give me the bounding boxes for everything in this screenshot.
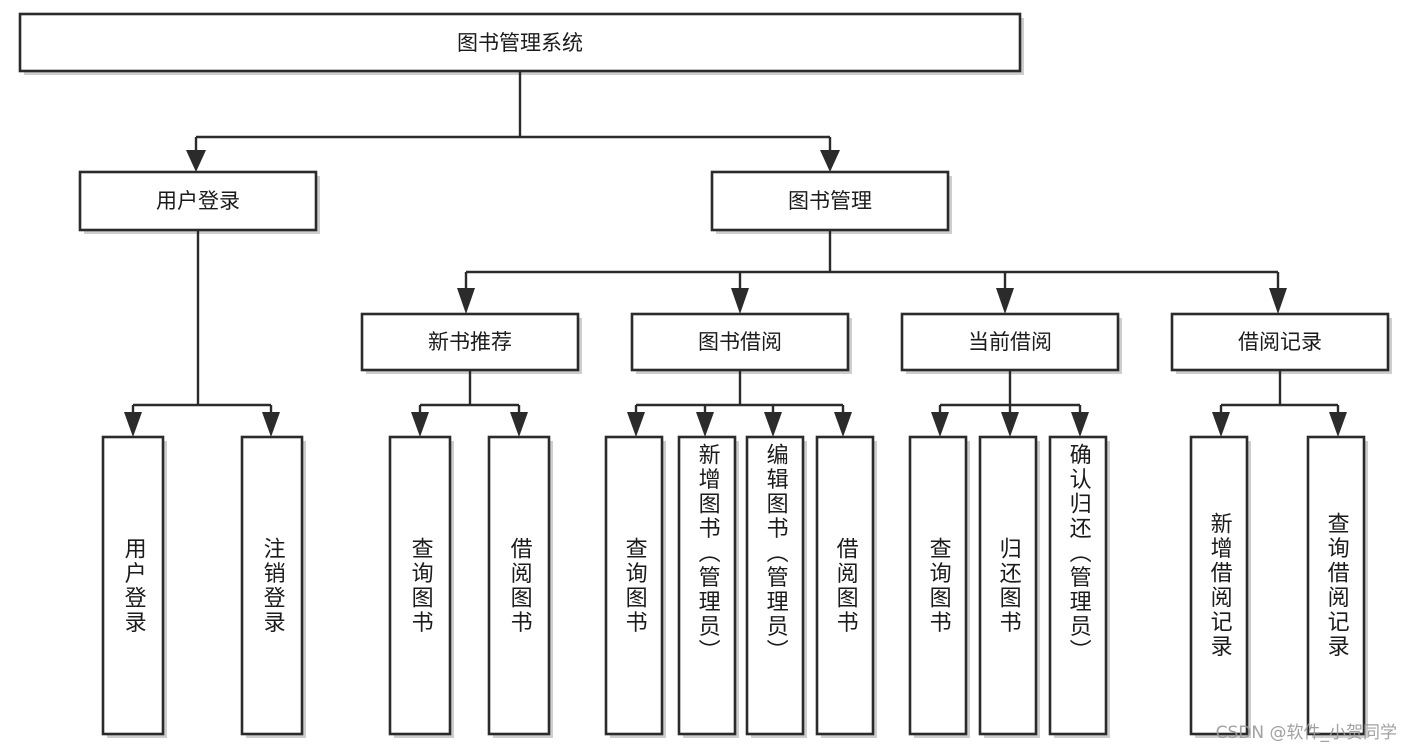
arrow-to-book-borrow [731, 288, 749, 314]
leaf-return-book-box [978, 435, 1038, 736]
leaf-edit-book-box [745, 435, 805, 736]
arrow-to-current-borrow [996, 288, 1014, 314]
arrow-to-leaf-query-book-3 [931, 412, 949, 437]
leaf-node-query-book-1[interactable] [388, 435, 454, 738]
arrow-to-leaf-query-book-1 [411, 412, 429, 437]
arrow-to-leaf-user-login [124, 412, 142, 437]
node-borrow-record[interactable]: 借阅记录 [1170, 312, 1392, 374]
leaf-confirm-return-box [1048, 435, 1108, 736]
user-login-label: 用户登录 [156, 189, 240, 213]
borrow-record-label: 借阅记录 [1238, 330, 1322, 354]
leaf-query-book-2-box [604, 435, 664, 736]
leaf-logout-login-box [240, 435, 304, 736]
arrow-to-leaf-confirm-return [1071, 412, 1089, 437]
arrow-to-new-book-recommend [457, 288, 475, 314]
arrow-to-leaf-borrow-book-1 [510, 412, 528, 437]
root-box [18, 12, 1022, 73]
leaf-node-query-book-2[interactable] [604, 435, 666, 738]
new-book-recommend-label: 新书推荐 [428, 330, 512, 354]
current-borrow-label: 当前借阅 [968, 330, 1052, 354]
leaf-query-book-1-box [388, 435, 452, 736]
leaf-query-record-box [1306, 435, 1366, 736]
node-current-borrow[interactable]: 当前借阅 [900, 312, 1122, 374]
borrow-record-box [1170, 312, 1390, 372]
arrow-root-to-book-management [820, 150, 840, 172]
arrow-to-leaf-add-book [696, 412, 714, 437]
book-management-box [710, 170, 950, 232]
leaf-add-book-box [677, 435, 737, 736]
book-borrow-label: 图书借阅 [698, 330, 782, 354]
arrow-to-leaf-borrow-book-2 [834, 412, 852, 437]
leaf-node-edit-book[interactable] [745, 435, 807, 738]
leaf-borrow-book-2-box [815, 435, 875, 736]
arrow-to-borrow-record [1269, 288, 1287, 314]
node-user-login[interactable]: 用户登录 [78, 170, 320, 234]
arrow-to-leaf-query-book-2 [627, 412, 645, 437]
node-book-borrow[interactable]: 图书借阅 [630, 312, 852, 374]
leaf-query-book-3-box [908, 435, 968, 736]
arrow-to-leaf-edit-book [764, 412, 782, 437]
book-management-label: 图书管理 [788, 189, 872, 213]
leaf-node-return-book[interactable] [978, 435, 1040, 738]
arrow-to-leaf-query-record [1329, 412, 1347, 437]
arrow-to-leaf-add-record [1212, 412, 1230, 437]
current-borrow-box [900, 312, 1120, 372]
leaf-node-query-book-3[interactable] [908, 435, 970, 738]
leaf-node-add-book[interactable] [677, 435, 739, 738]
leaf-node-logout-login[interactable] [240, 435, 306, 738]
arrow-root-to-user-login [186, 150, 206, 172]
leaf-add-record-box [1189, 435, 1249, 736]
node-new-book-recommend[interactable]: 新书推荐 [360, 312, 582, 374]
arrow-to-leaf-logout-login [262, 412, 280, 437]
root-label: 图书管理系统 [457, 31, 583, 55]
leaf-node-borrow-book-1[interactable] [487, 435, 553, 738]
node-book-management[interactable]: 图书管理 [710, 170, 952, 234]
leaf-node-query-record[interactable] [1306, 435, 1368, 738]
new-book-recommend-box [360, 312, 580, 372]
leaf-node-add-record[interactable] [1189, 435, 1251, 738]
node-root[interactable]: 图书管理系统 [18, 12, 1024, 75]
user-login-box [78, 170, 318, 232]
leaf-node-borrow-book-2[interactable] [815, 435, 877, 738]
leaf-user-login-box [101, 435, 165, 736]
leaf-node-user-login[interactable] [101, 435, 167, 738]
arrow-to-leaf-return-book [1001, 412, 1019, 437]
leaf-borrow-book-1-box [487, 435, 551, 736]
leaf-node-confirm-return[interactable] [1048, 435, 1110, 738]
